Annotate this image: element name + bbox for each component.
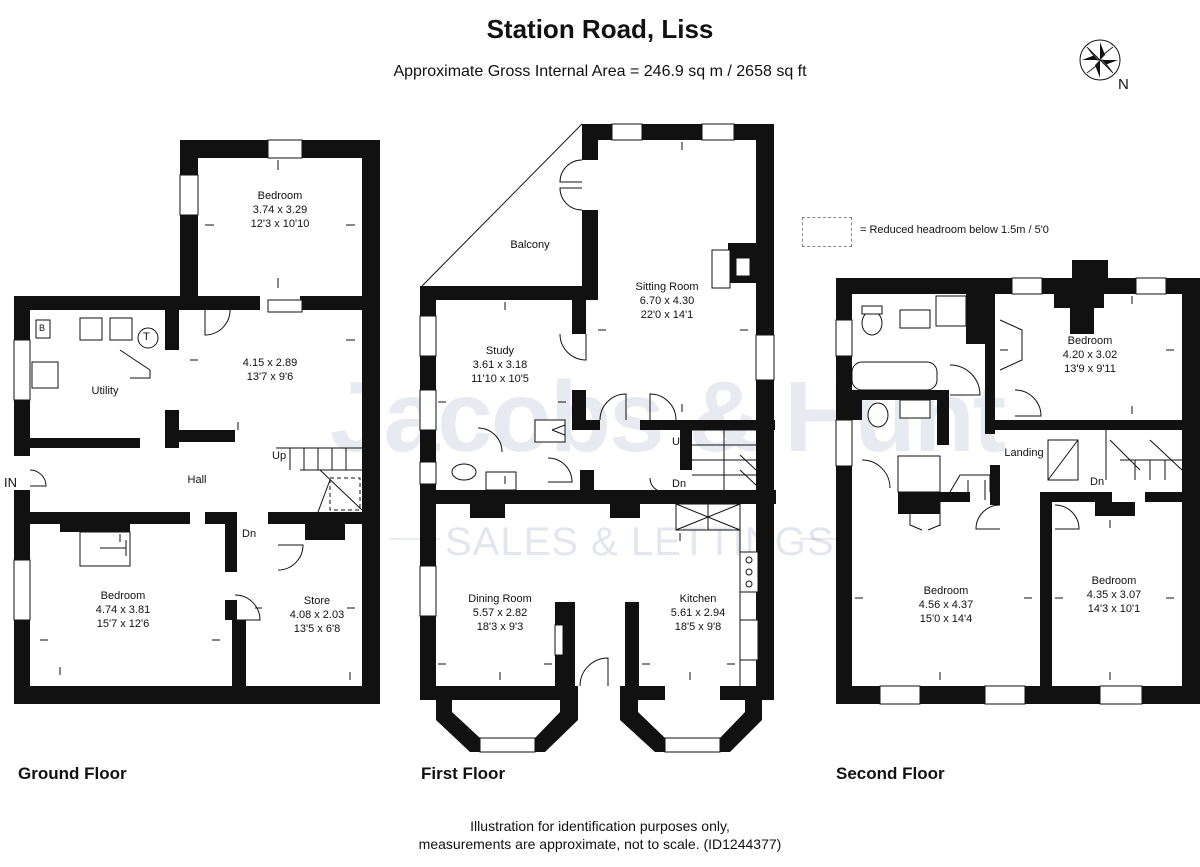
ground-reception-label: 4.15 x 2.89 13'7 x 9'6 bbox=[242, 357, 298, 383]
first-floor-plan bbox=[419, 123, 776, 753]
first-dining-room-label: Dining Room 5.57 x 2.82 18'3 x 9'3 bbox=[468, 593, 532, 633]
compass-rose-icon bbox=[1079, 39, 1121, 81]
water-tank-marker: T bbox=[143, 331, 150, 343]
boiler-marker: B bbox=[39, 323, 46, 333]
first-study-label: Study 3.61 x 3.18 11'10 x 10'5 bbox=[471, 345, 529, 385]
second-stairs-down: Dn bbox=[1090, 476, 1105, 488]
ground-floor-plan bbox=[13, 139, 380, 704]
first-stairs-up: Up bbox=[672, 436, 687, 448]
second-bedroom-left-label: Bedroom 4.56 x 4.37 15'0 x 14'4 bbox=[918, 585, 974, 625]
watermark-rule-right bbox=[800, 538, 845, 540]
ground-floor-label: Ground Floor bbox=[18, 764, 127, 783]
ground-store-label: Store 4.08 x 2.03 13'5 x 6'8 bbox=[289, 595, 345, 635]
first-balcony-label: Balcony bbox=[510, 239, 550, 251]
second-bedroom-top-label: Bedroom 4.20 x 3.02 13'9 x 9'11 bbox=[1062, 335, 1118, 375]
legend-reduced-headroom-text: = Reduced headroom below 1.5m / 5'0 bbox=[860, 224, 1049, 236]
entrance-marker: IN bbox=[4, 475, 17, 490]
page-title: Station Road, Liss bbox=[486, 14, 714, 44]
ground-bedroom-2-label: Bedroom 4.74 x 3.81 15'7 x 12'6 bbox=[95, 590, 151, 630]
ground-bedroom-1-label: Bedroom 3.74 x 3.29 12'3 x 10'10 bbox=[250, 190, 310, 230]
disclaimer-line-1: Illustration for identification purposes… bbox=[470, 818, 730, 834]
ground-stairs-down: Dn bbox=[242, 528, 257, 540]
second-floor-plan bbox=[835, 260, 1200, 705]
ground-stairs-up: Up bbox=[272, 450, 287, 462]
second-landing-label: Landing bbox=[1004, 447, 1044, 459]
second-floor-label: Second Floor bbox=[836, 764, 945, 783]
ground-utility-label: Utility bbox=[91, 385, 119, 397]
ground-hall-label: Hall bbox=[187, 474, 207, 486]
second-bedroom-right-label: Bedroom 4.35 x 3.07 14'3 x 10'1 bbox=[1086, 575, 1142, 615]
disclaimer-line-2: measurements are approximate, not to sca… bbox=[418, 836, 782, 852]
first-kitchen-label: Kitchen 5.61 x 2.94 18'5 x 9'8 bbox=[670, 593, 726, 633]
first-sitting-room-label: Sitting Room 6.70 x 4.30 22'0 x 14'1 bbox=[635, 281, 699, 321]
compass-north-label: N bbox=[1118, 76, 1129, 93]
legend-reduced-headroom-swatch bbox=[802, 217, 852, 247]
first-floor-label: First Floor bbox=[421, 764, 506, 783]
watermark-rule-left bbox=[390, 538, 440, 540]
gross-internal-area: Approximate Gross Internal Area = 246.9 … bbox=[393, 63, 807, 80]
first-stairs-down: Dn bbox=[672, 478, 687, 490]
